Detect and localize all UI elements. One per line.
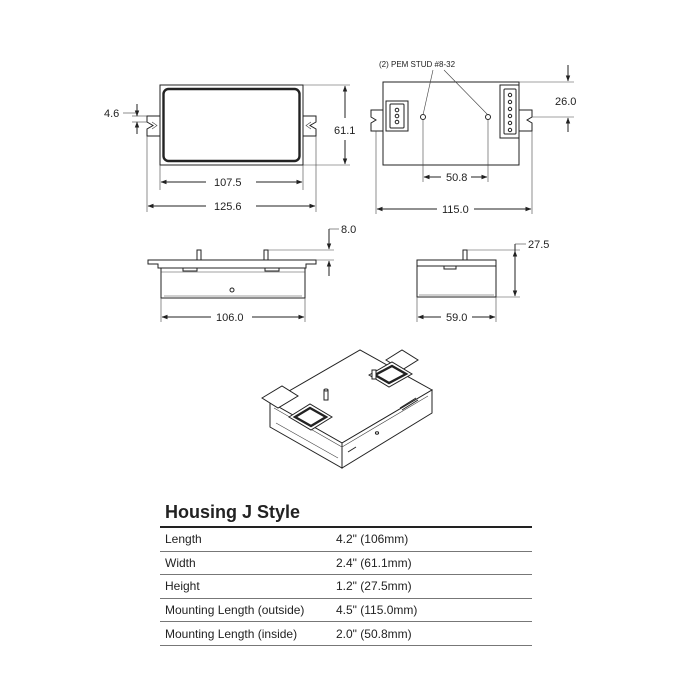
dim-inner-width: 107.5 [214,177,242,189]
top-view-face: 4.6 61.1 107.5 125.6 [104,84,355,213]
spec-value: 4.5" (115.0mm) [336,598,532,623]
table-row: Height 1.2" (27.5mm) [160,574,532,599]
spec-value: 2.0" (50.8mm) [336,621,532,646]
dim-mounting-length: 115.0 [442,204,469,216]
specs-title: Housing J Style [165,502,301,522]
table-row: Width 2.4" (61.1mm) [160,551,532,576]
dim-height: 27.5 [528,239,549,251]
side-view-width: 27.5 59.0 [416,239,549,324]
dim-height-top-view: 61.1 [334,125,355,137]
spec-value: 4.2" (106mm) [336,528,532,552]
side-view-length: 8.0 106.0 [147,224,356,324]
table-row: Mounting Length (outside) 4.5" (115.0mm) [160,598,532,623]
pem-stud-note: (2) PEM STUD #8-32 [379,60,456,69]
dim-length: 106.0 [216,312,244,324]
specs-table: Housing J Style Length 4.2" (106mm) Widt… [160,500,532,646]
spec-label: Width [160,551,336,576]
spec-label: Mounting Length (inside) [160,621,336,646]
spec-label: Height [160,574,336,599]
spec-value: 1.2" (27.5mm) [336,574,532,599]
table-row: Mounting Length (inside) 2.0" (50.8mm) [160,621,532,646]
isometric-view [261,349,434,469]
table-row: Length 4.2" (106mm) [160,528,532,552]
dim-stud-offset-right: 26.0 [555,96,576,108]
spec-value: 2.4" (61.1mm) [336,551,532,576]
dim-overall-width: 125.6 [214,201,242,213]
top-view-back: (2) PEM STUD #8-32 26.0 50.8 115.0 [370,60,576,216]
dim-stud-spacing: 50.8 [446,172,467,184]
dim-width: 59.0 [446,312,467,324]
spec-label: Length [160,528,336,552]
spec-label: Mounting Length (outside) [160,598,336,623]
specs-grid: Length 4.2" (106mm) Width 2.4" (61.1mm) … [160,528,532,646]
dim-stud-offset-left: 4.6 [104,108,119,120]
specs-title-rule [160,526,532,528]
dim-stud-height: 8.0 [341,224,356,236]
